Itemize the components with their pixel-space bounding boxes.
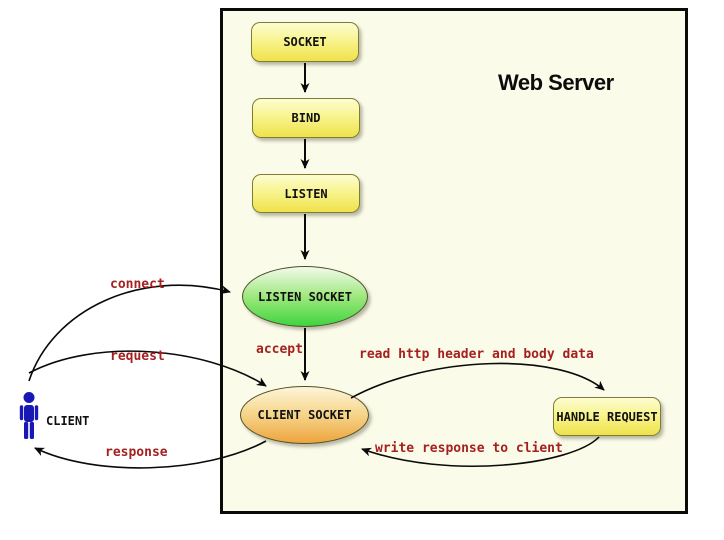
client-person-icon — [19, 392, 39, 439]
node-socket: SOCKET — [251, 22, 359, 62]
node-listen-socket: LISTEN SOCKET — [242, 266, 368, 327]
edge-label-request: request — [110, 349, 165, 364]
client-figure — [16, 391, 42, 443]
node-bind: BIND — [252, 98, 360, 138]
node-socket-label: SOCKET — [283, 35, 327, 49]
node-listen-socket-label: LISTEN SOCKET — [258, 289, 352, 304]
node-client-socket: CLIENT SOCKET — [240, 386, 369, 444]
node-client-socket-label: CLIENT SOCKET — [257, 408, 352, 422]
edge-label-accept: accept — [256, 342, 303, 357]
edge-label-connect: connect — [110, 277, 165, 292]
diagram-title: Web Server — [498, 70, 614, 95]
edge-label-response: response — [105, 445, 168, 460]
node-handle-request-label: HANDLE REQUEST — [556, 409, 658, 424]
node-bind-label: BIND — [291, 111, 321, 125]
node-listen: LISTEN — [252, 174, 360, 213]
client-label: CLIENT — [46, 414, 90, 428]
node-handle-request: HANDLE REQUEST — [553, 397, 661, 436]
arrow-connect — [28, 284, 231, 382]
node-listen-label: LISTEN — [284, 186, 328, 201]
edge-label-write: write response to client — [375, 441, 563, 456]
edge-label-read: read http header and body data — [359, 347, 594, 362]
